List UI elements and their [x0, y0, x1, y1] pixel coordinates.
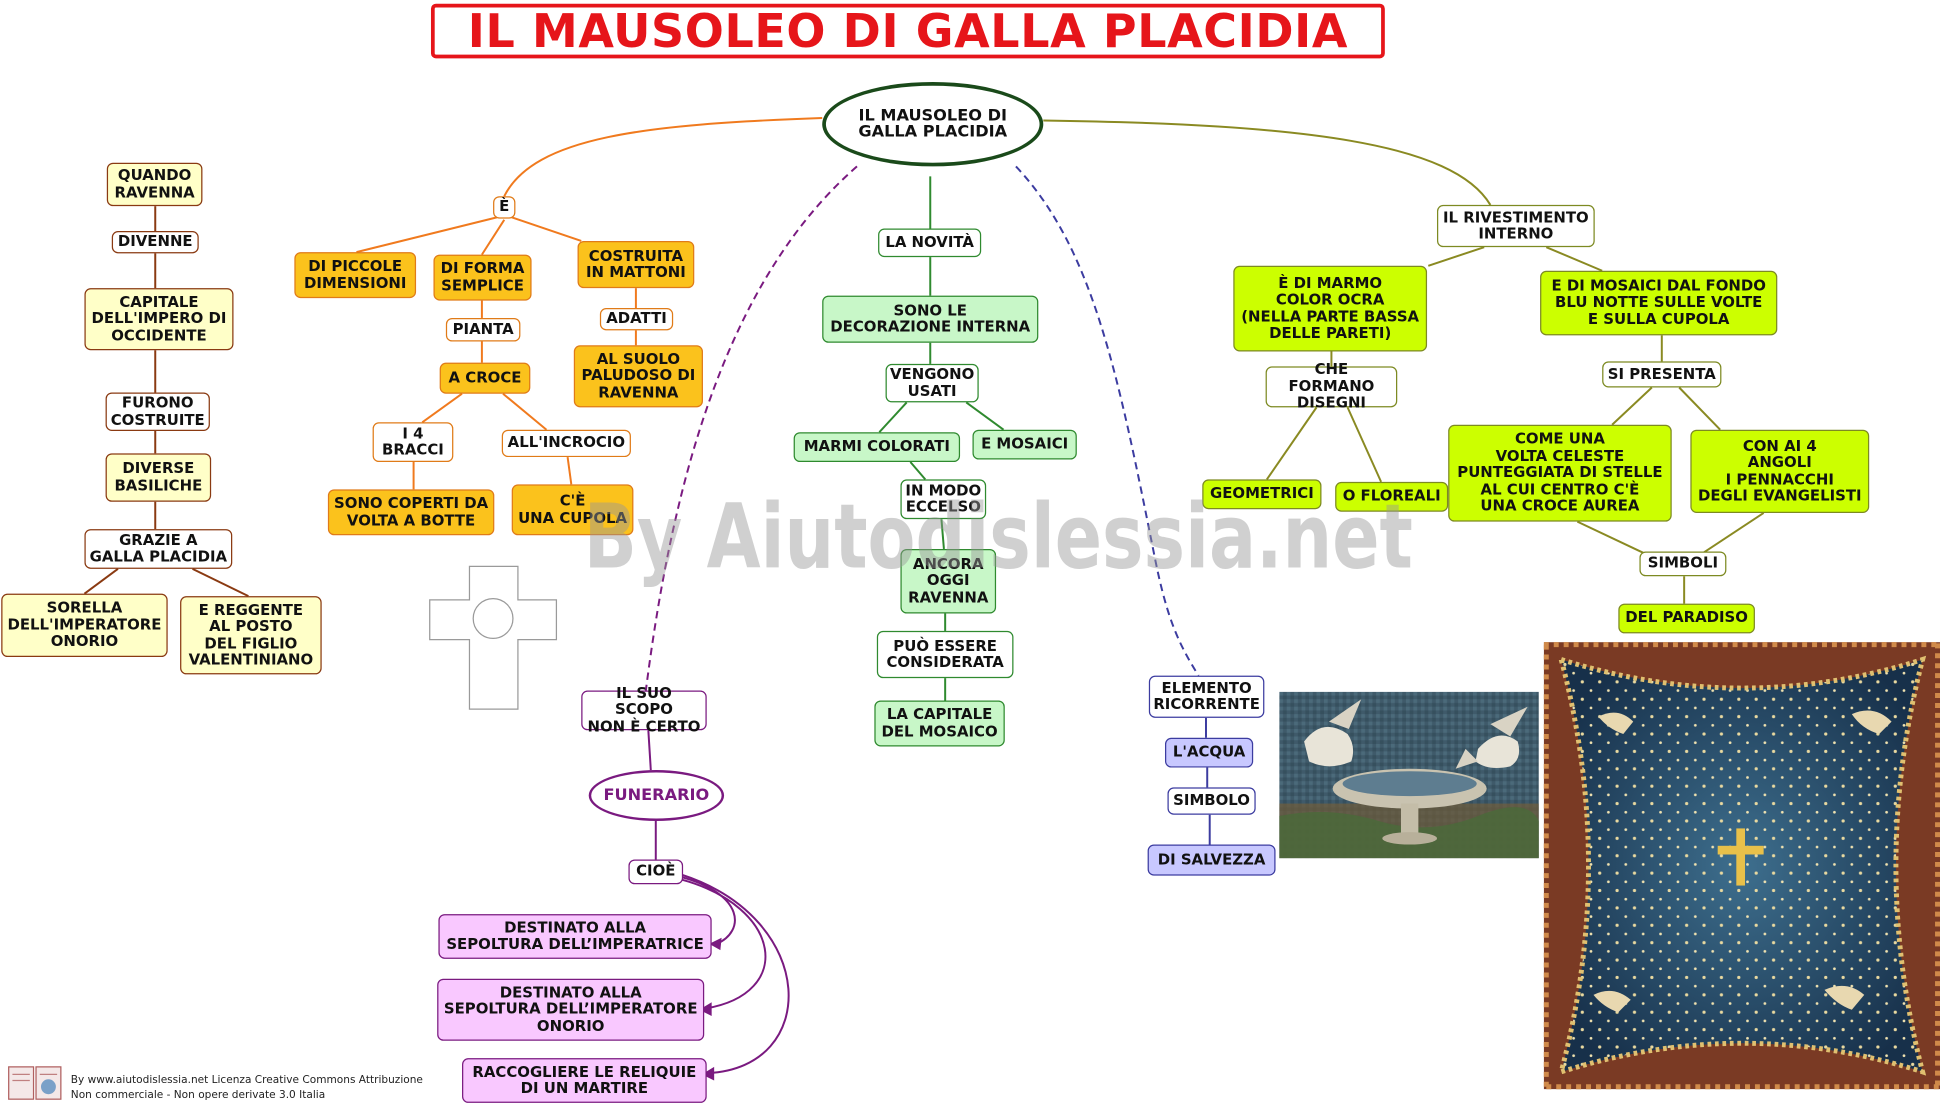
node-furono-costruite: FURONO COSTRUITE [105, 392, 210, 431]
node-reliquie-martire: RACCOGLIERE LE RELIQUIE DI UN MARTIRE [462, 1058, 707, 1103]
node-floreali: O FLOREALI [1335, 481, 1449, 512]
node-formano-disegni: CHE FORMANO DISEGNI [1265, 361, 1398, 411]
starry-vault-image [1543, 642, 1940, 1090]
node-paradiso: DEL PARADISO [1618, 603, 1755, 634]
node-geometrici: GEOMETRICI [1202, 479, 1322, 510]
node-si-presenta: SI PRESENTA [1602, 361, 1722, 388]
node-e: È [493, 196, 516, 219]
node-sepoltura-imperatrice: DESTINATO ALLA SEPOLTURA DELL’IMPERATRIC… [438, 914, 712, 959]
node-sorella: SORELLA DELL'IMPERATORE ONORIO [1, 593, 168, 658]
node-diverse-basiliche: DIVERSE BASILICHE [105, 453, 212, 502]
node-piccole-dimensioni: DI PICCOLE DIMENSIONI [294, 252, 417, 299]
node-incrocio: ALL'INCROCIO [501, 429, 631, 458]
node-modo-eccelso: IN MODO ECCELSO [900, 479, 987, 520]
node-marmo-ocra: È DI MARMO COLOR OCRA (NELLA PARTE BASSA… [1233, 265, 1428, 352]
node-mosaici-fondo: E DI MOSAICI DAL FONDO BLU NOTTE SULLE V… [1540, 270, 1778, 336]
page-title: IL MAUSOLEO DI GALLA PLACIDIA [430, 3, 1385, 59]
cross-plan-icon [429, 565, 558, 710]
node-salvezza: DI SALVEZZA [1147, 844, 1276, 876]
node-cupola: C'È UNA CUPOLA [511, 484, 634, 536]
node-funerario: FUNERARIO [588, 770, 725, 821]
node-cioe: CIOÈ [628, 859, 684, 885]
node-quando-ravenna: QUANDO RAVENNA [106, 162, 203, 207]
node-volta-botte: SONO COPERTI DA VOLTA A BOTTE [327, 489, 495, 536]
node-capitale-mosaico: LA CAPITALE DEL MOSAICO [874, 700, 1005, 747]
node-forma-semplice: DI FORMA SEMPLICE [433, 254, 532, 301]
node-scopo: IL SUO SCOPO NON È CERTO [581, 684, 707, 735]
node-elemento-ricorrente: ELEMENTO RICORRENTE [1148, 675, 1265, 718]
node-volta-celeste: COME UNA VOLTA CELESTE PUNTEGGIATA DI ST… [1448, 424, 1672, 522]
aiutodislessia-logo-icon [8, 1066, 62, 1100]
node-pianta: PIANTA [445, 317, 521, 342]
node-quattro-angoli: CON AI 4 ANGOLI I PENNACCHI DEGLI EVANGE… [1690, 429, 1870, 513]
node-mosaici: E MOSAICI [972, 429, 1077, 460]
doves-mosaic-image [1279, 691, 1539, 859]
node-puo-essere: PUÒ ESSERE CONSIDERATA [876, 630, 1014, 679]
node-simboli: SIMBOLI [1639, 551, 1727, 577]
node-simbolo: SIMBOLO [1167, 787, 1256, 815]
node-divenne: DIVENNE [111, 231, 199, 254]
node-adatti: ADATTI [599, 308, 674, 331]
license-footer: By www.aiutodislessia.net Licenza Creati… [71, 1073, 423, 1103]
central-topic-node: IL MAUSOLEO DI GALLA PLACIDIA [822, 81, 1044, 167]
node-capitale: CAPITALE DELL'IMPERO DI OCCIDENTE [84, 288, 234, 351]
node-costruita-mattoni: COSTRUITA IN MATTONI [577, 240, 695, 289]
node-a-croce: A CROCE [439, 362, 531, 394]
node-vengono-usati: VENGONO USATI [885, 363, 979, 403]
node-reggente: E REGGENTE AL POSTO DEL FIGLIO VALENTINI… [180, 596, 322, 675]
node-bracci: I 4 BRACCI [372, 422, 454, 463]
node-rivestimento-interno: IL RIVESTIMENTO INTERNO [1436, 204, 1595, 248]
node-suolo-paludoso: AL SUOLO PALUDOSO DI RAVENNA [573, 345, 703, 408]
license-line-1: By www.aiutodislessia.net Licenza Creati… [70, 1074, 423, 1087]
node-ancora-oggi: ANCORA OGGI RAVENNA [900, 548, 997, 614]
license-line-2: Non commerciale - Non opere derivate 3.0… [70, 1089, 326, 1102]
node-sepoltura-imperatore: DESTINATO ALLA SEPOLTURA DELL’IMPERATORE… [437, 978, 705, 1041]
node-decorazione: SONO LE DECORAZIONE INTERNA [822, 295, 1039, 343]
node-novita: LA NOVITÀ [878, 228, 982, 258]
node-marmi-colorati: MARMI COLORATI [793, 432, 961, 463]
node-acqua: L'ACQUA [1164, 737, 1254, 768]
node-grazie-a: GRAZIE A GALLA PLACIDIA [84, 529, 233, 569]
